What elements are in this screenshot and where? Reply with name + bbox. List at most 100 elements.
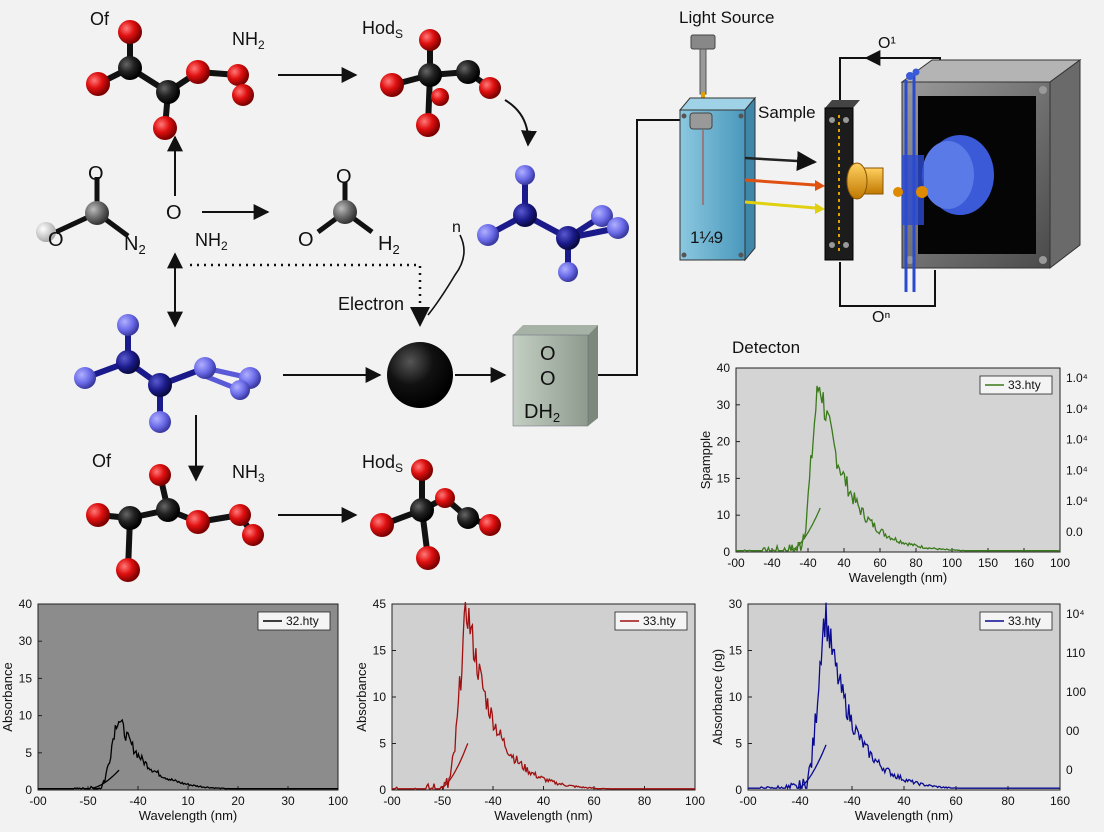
x-tick-label: 150	[978, 556, 998, 570]
label-h2: H2	[378, 233, 400, 257]
molecule-bottom-left	[86, 464, 264, 582]
curve-n-link	[427, 234, 465, 316]
x-tick-label: 100	[1050, 556, 1070, 570]
spectrum-line	[748, 602, 1060, 791]
spectrum-shoulder	[91, 769, 120, 789]
product-box	[512, 325, 598, 427]
molecule-bottom-hods	[370, 459, 501, 570]
legend-label: 32.hty	[286, 614, 319, 628]
label-n2: N2	[124, 233, 146, 257]
arrow-curve-down	[504, 99, 537, 147]
x-axis-label: Wavelength (nm)	[855, 808, 954, 823]
x-tick-label: 60	[949, 794, 963, 808]
x-tick-label: 40	[897, 794, 911, 808]
bracket-bottom	[839, 262, 936, 307]
y-tick-label: 15	[729, 644, 743, 658]
x-tick-label: -00	[739, 794, 757, 808]
box-label-o2: O	[540, 368, 556, 390]
x-tick-label: -40	[763, 556, 781, 570]
connector-line	[598, 119, 690, 376]
x-tick-label: 80	[909, 556, 923, 570]
x-tick-label: -40	[843, 794, 861, 808]
label-o-top: O¹	[878, 35, 896, 52]
label-nh3-bottom: NH3	[232, 462, 265, 485]
spectrum-line	[736, 385, 1060, 553]
y-tick-label: 40	[19, 597, 33, 611]
x-tick-label: 100	[328, 794, 348, 808]
legend-box	[614, 611, 688, 631]
x-tick-label: 160	[1014, 556, 1034, 570]
x-tick-label: -00	[383, 794, 401, 808]
label-hods-top: HodS	[362, 18, 403, 41]
label-o-n2-left: O	[48, 229, 64, 251]
x-tick-label: 40	[837, 556, 851, 570]
y-axis-label: Absorbance	[354, 662, 369, 731]
legend-box	[979, 375, 1053, 395]
y-tick-label: 0	[379, 783, 386, 797]
y-tick-label: 30	[729, 597, 743, 611]
y-tick-label: 5	[379, 737, 386, 751]
x-tick-label: 20	[231, 794, 245, 808]
y-tick-label: 0	[723, 545, 730, 559]
y-tick-label: 15	[717, 471, 731, 485]
y-right-tick-label: 110	[1066, 646, 1085, 660]
x-tick-label: 80	[1001, 794, 1015, 808]
molecule-top-left	[86, 20, 254, 140]
blue-rods	[893, 68, 928, 292]
label-detector: Detecton	[732, 338, 800, 357]
molecule-blue-top	[477, 165, 629, 282]
beam-yellow-head	[815, 203, 825, 214]
y-right-tick-label: 0.0	[1066, 525, 1083, 539]
cuvette-label: 1¼9	[690, 228, 723, 247]
y-right-tick-label: 10⁴	[1066, 607, 1085, 621]
label-n: n	[452, 219, 461, 236]
label-sample: Sample	[758, 103, 816, 122]
electron-sphere	[387, 342, 453, 408]
y-axis-label: Absorbance (pg)	[710, 649, 725, 745]
y-right-tick-label: 1.0⁴	[1066, 463, 1088, 477]
y-tick-label: 10	[19, 709, 33, 723]
spectrum-shoulder	[797, 744, 827, 789]
y-tick-label: 40	[717, 361, 731, 375]
y-tick-label: 30	[19, 634, 33, 648]
x-tick-label: -40	[484, 794, 502, 808]
y-tick-label: 10	[373, 690, 387, 704]
y-tick-label: 45	[373, 597, 387, 611]
legend-label: 33.hty	[1008, 614, 1041, 628]
light-source-lamp	[690, 34, 716, 100]
x-tick-label: 60	[873, 556, 887, 570]
legend-box	[257, 611, 331, 631]
spectrum-shoulder	[790, 507, 821, 551]
label-nh2-mid: NH2	[195, 230, 228, 253]
plot-area	[735, 367, 1061, 553]
y-tick-label: 30	[717, 398, 731, 412]
y-right-tick-label: 0	[1066, 763, 1073, 777]
y-tick-label: 20	[717, 435, 731, 449]
spectrum-shoulder	[440, 743, 469, 789]
x-axis-label: Wavelength (nm)	[494, 808, 593, 823]
y-tick-label: 15	[373, 644, 387, 658]
plot-area	[747, 603, 1061, 791]
beam-orange	[744, 178, 816, 187]
plot-area	[391, 603, 696, 791]
molecule-top-hods	[380, 29, 501, 137]
y-tick-label: 10	[717, 508, 731, 522]
label-light-source: Light Source	[679, 8, 774, 27]
x-tick-label: 160	[1050, 794, 1070, 808]
label-o-n2: O	[88, 163, 104, 185]
x-tick-label: -50	[79, 794, 97, 808]
y-tick-label: 15	[19, 671, 33, 685]
label-of-top: Of	[90, 9, 110, 29]
label-o-form-left: O	[298, 229, 314, 251]
beam-black	[744, 150, 817, 171]
x-tick-label: 100	[685, 794, 705, 808]
molecule-formaldehyde	[316, 182, 374, 235]
x-tick-label: 10	[181, 794, 195, 808]
x-tick-label: -00	[29, 794, 47, 808]
x-tick-label: 60	[587, 794, 601, 808]
spectrum-line	[38, 718, 338, 790]
